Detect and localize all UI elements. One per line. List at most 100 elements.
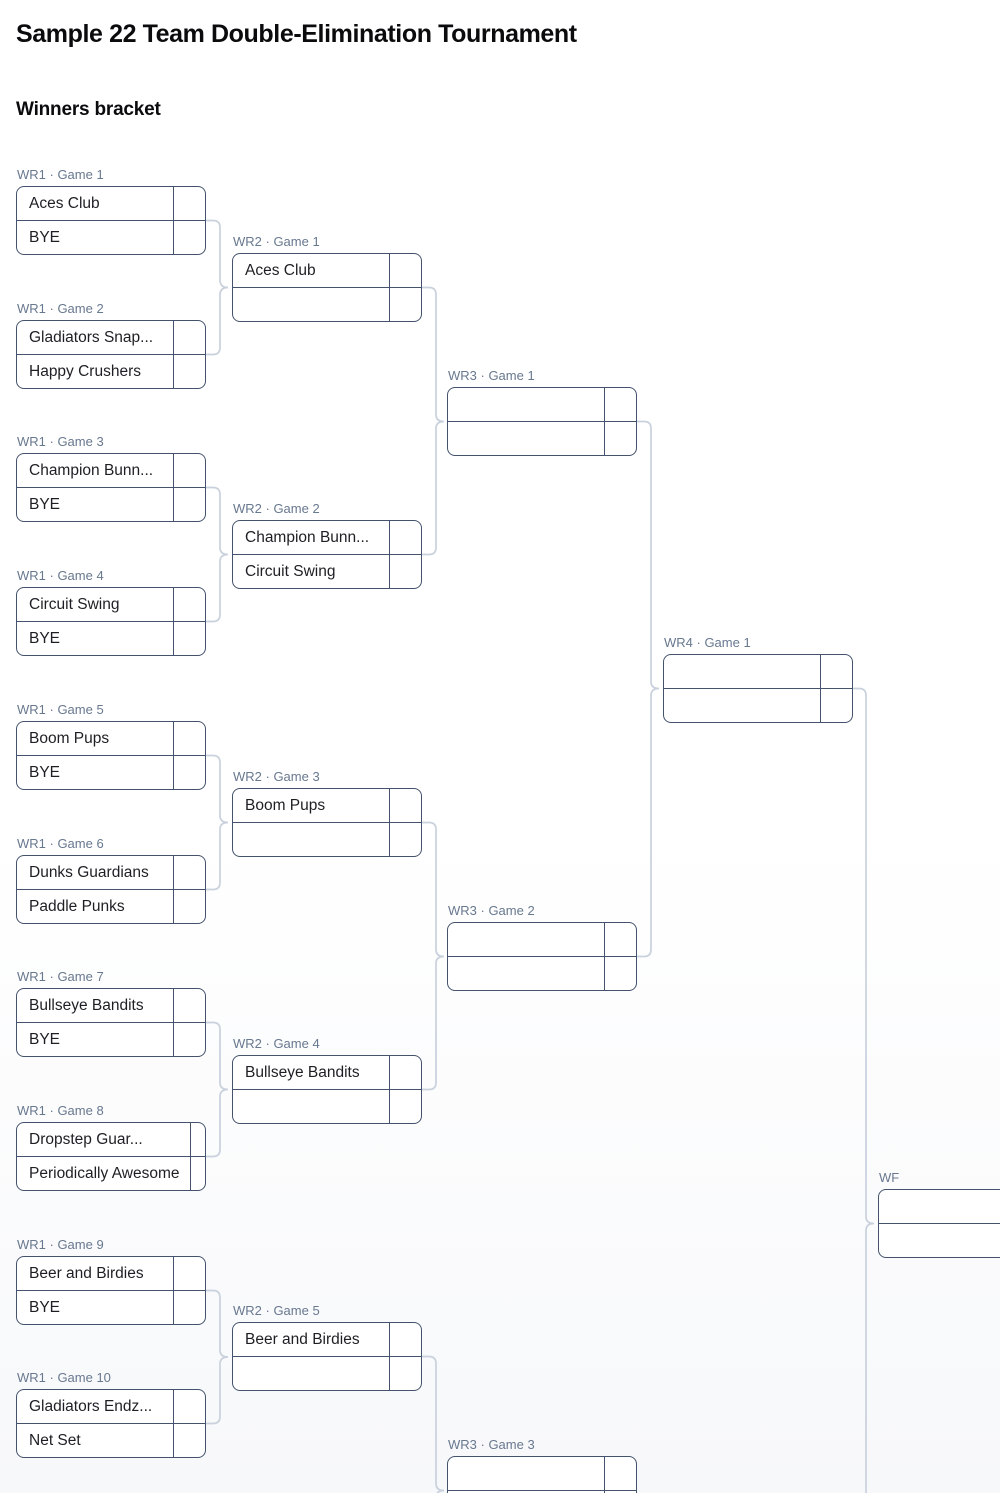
- match-box[interactable]: Beer and Birdies: [232, 1322, 422, 1391]
- connector-wr2g1-wr2g2-to-wr3g1: [421, 286, 445, 556]
- team-name: Aces Club: [29, 194, 100, 212]
- team-name: Dunks Guardians: [29, 863, 149, 881]
- team-name: [233, 1357, 389, 1390]
- team-name: [879, 1190, 1000, 1223]
- team-name: Beer and Birdies: [29, 1264, 144, 1282]
- game-wr1-4: WR1 · Game 4 Circuit Swing BYE: [16, 568, 206, 656]
- game-wr1-8: WR1 · Game 8 Dropstep Guar... Periodical…: [16, 1103, 206, 1191]
- match-box[interactable]: Circuit Swing BYE: [16, 587, 206, 656]
- game-wr1-10: WR1 · Game 10 Gladiators Endz... Net Set: [16, 1370, 206, 1458]
- connector-wr1g5-wr1g6-to-wr2g3: [205, 754, 229, 891]
- team-name: [448, 923, 604, 956]
- score-cell: [604, 957, 636, 990]
- game-wr1-3: WR1 · Game 3 Champion Bunn... BYE: [16, 434, 206, 522]
- score-cell: [173, 1023, 205, 1056]
- score-cell: [173, 890, 205, 923]
- team-name: BYE: [29, 1030, 61, 1048]
- game-label: WR3 · Game 1: [448, 368, 535, 383]
- score-cell: [820, 689, 852, 722]
- score-cell: [389, 823, 421, 856]
- match-box[interactable]: Aces Club BYE: [16, 186, 206, 255]
- game-label: WR1 · Game 6: [17, 836, 104, 851]
- score-cell: [604, 1491, 636, 1493]
- team-name: Champion Bunn...: [29, 461, 154, 479]
- game-label: WR3 · Game 3: [448, 1437, 535, 1452]
- score-cell: [389, 1056, 421, 1089]
- team-name: Boom Pups: [29, 729, 110, 747]
- match-box[interactable]: Bullseye Bandits: [232, 1055, 422, 1124]
- team-name: Champion Bunn...: [245, 528, 370, 546]
- score-cell: [173, 1257, 205, 1290]
- game-label: WR2 · Game 2: [233, 501, 320, 516]
- score-cell: [604, 923, 636, 956]
- connector-wr1g3-wr1g4-to-wr2g2: [205, 486, 229, 623]
- game-wr1-9: WR1 · Game 9 Beer and Birdies BYE: [16, 1237, 206, 1325]
- match-box[interactable]: Aces Club: [232, 253, 422, 322]
- match-box[interactable]: [663, 654, 853, 723]
- connector-wr1g7-wr1g8-to-wr2g4: [205, 1021, 229, 1158]
- connector-wr2g3-wr2g4-to-wr3g2: [421, 821, 445, 1091]
- match-box[interactable]: Boom Pups: [232, 788, 422, 857]
- score-cell: [820, 655, 852, 688]
- team-name: Bullseye Bandits: [29, 996, 144, 1014]
- game-label: WR1 · Game 5: [17, 702, 104, 717]
- match-box[interactable]: Gladiators Snap... Happy Crushers: [16, 320, 206, 389]
- match-box[interactable]: Champion Bunn... Circuit Swing: [232, 520, 422, 589]
- match-box[interactable]: Champion Bunn... BYE: [16, 453, 206, 522]
- game-wr2-4: WR2 · Game 4 Bullseye Bandits: [232, 1036, 422, 1124]
- game-label: WR1 · Game 4: [17, 568, 104, 583]
- score-cell: [173, 454, 205, 487]
- match-box[interactable]: Dunks Guardians Paddle Punks: [16, 855, 206, 924]
- game-label: WR2 · Game 1: [233, 234, 320, 249]
- team-name: Beer and Birdies: [245, 1330, 360, 1348]
- score-cell: [389, 555, 421, 588]
- score-cell: [389, 288, 421, 321]
- game-wr3-2: WR3 · Game 2: [447, 903, 637, 991]
- game-label: WR3 · Game 2: [448, 903, 535, 918]
- game-wr4-1: WR4 · Game 1: [663, 635, 853, 723]
- score-cell: [389, 521, 421, 554]
- match-box[interactable]: [878, 1189, 1000, 1258]
- team-name: Dropstep Guar...: [29, 1130, 143, 1148]
- match-box[interactable]: Bullseye Bandits BYE: [16, 988, 206, 1057]
- team-name: [448, 1457, 604, 1490]
- team-name: [448, 388, 604, 421]
- match-box[interactable]: [447, 1456, 637, 1493]
- team-name: BYE: [29, 228, 61, 246]
- score-cell: [604, 422, 636, 455]
- team-name: [233, 823, 389, 856]
- connector-wr3g1-wr3g2-to-wr4g1: [636, 420, 660, 958]
- match-box[interactable]: Dropstep Guar... Periodically Awesome: [16, 1122, 206, 1191]
- team-name: BYE: [29, 495, 61, 513]
- connector-wr4g1-to-wf: [852, 687, 875, 1493]
- score-cell: [190, 1123, 205, 1156]
- match-box[interactable]: [447, 387, 637, 456]
- game-wr1-1: WR1 · Game 1 Aces Club BYE: [16, 167, 206, 255]
- score-cell: [173, 989, 205, 1022]
- score-cell: [173, 321, 205, 354]
- score-cell: [173, 1424, 205, 1457]
- score-cell: [190, 1157, 205, 1190]
- game-label: WR1 · Game 10: [17, 1370, 111, 1385]
- score-cell: [173, 1291, 205, 1324]
- score-cell: [604, 1457, 636, 1490]
- match-box[interactable]: Beer and Birdies BYE: [16, 1256, 206, 1325]
- game-wr1-6: WR1 · Game 6 Dunks Guardians Paddle Punk…: [16, 836, 206, 924]
- game-wr1-7: WR1 · Game 7 Bullseye Bandits BYE: [16, 969, 206, 1057]
- team-name: Net Set: [29, 1431, 81, 1449]
- game-wr2-2: WR2 · Game 2 Champion Bunn... Circuit Sw…: [232, 501, 422, 589]
- score-cell: [173, 1390, 205, 1423]
- team-name: [879, 1224, 1000, 1257]
- team-name: Happy Crushers: [29, 362, 141, 380]
- score-cell: [173, 355, 205, 388]
- score-cell: [173, 221, 205, 254]
- game-label: WR1 · Game 9: [17, 1237, 104, 1252]
- match-box[interactable]: Boom Pups BYE: [16, 721, 206, 790]
- team-name: Circuit Swing: [29, 595, 120, 613]
- section-title-winners-bracket: Winners bracket: [16, 99, 161, 120]
- score-cell: [389, 254, 421, 287]
- match-box[interactable]: [447, 922, 637, 991]
- team-name: Gladiators Endz...: [29, 1397, 153, 1415]
- match-box[interactable]: Gladiators Endz... Net Set: [16, 1389, 206, 1458]
- game-wr2-1: WR2 · Game 1 Aces Club: [232, 234, 422, 322]
